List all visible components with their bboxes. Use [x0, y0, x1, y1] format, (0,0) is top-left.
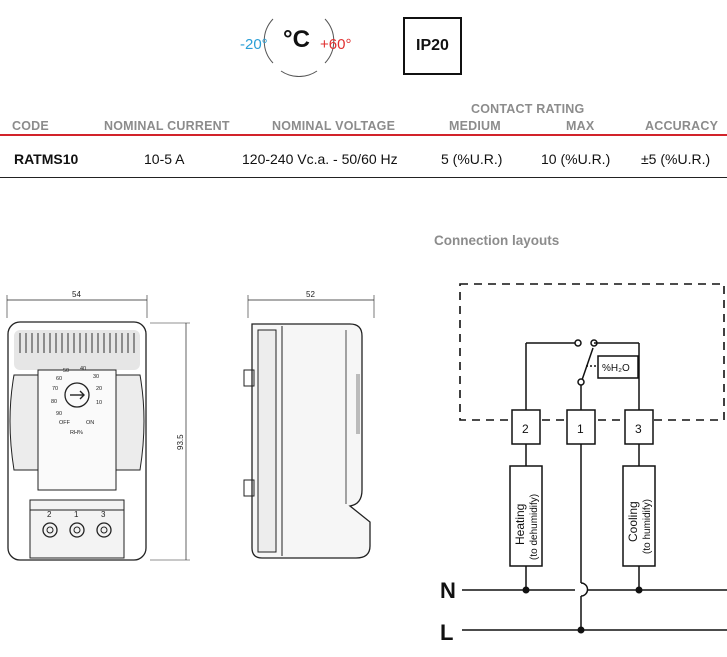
col-max: MAX — [566, 119, 595, 133]
height-dimension: 93.5 — [176, 434, 185, 450]
live-line-label: L — [440, 620, 453, 645]
side-width-dimension: 52 — [306, 290, 315, 299]
dial-mark-50: 50 — [63, 368, 69, 374]
dial-mark-10: 10 — [96, 400, 102, 406]
cooling-load — [622, 465, 656, 567]
dial-mark-90: 90 — [56, 411, 62, 417]
temp-unit: °C — [283, 26, 310, 53]
wiring-terminal-3: 3 — [635, 422, 642, 436]
dial-mark-40: 40 — [80, 366, 86, 372]
dial-on-label: ON — [86, 420, 94, 426]
cell-voltage: 120-240 Vc.a. - 50/60 Hz — [242, 151, 398, 167]
dial-rh-label: RH% — [70, 430, 83, 436]
dial-mark-20: 20 — [96, 386, 102, 392]
neutral-line-label: N — [440, 578, 456, 603]
cell-current: 10-5 A — [144, 151, 185, 167]
col-medium: MEDIUM — [449, 119, 501, 133]
temp-min: -20° — [240, 36, 268, 53]
dial-mark-60: 60 — [56, 376, 62, 382]
row-divider — [0, 177, 727, 178]
wiring-terminal-1: 1 — [577, 422, 584, 436]
contact-rating-header: CONTACT RATING — [471, 102, 585, 116]
ip-rating-badge: IP20 — [403, 17, 462, 75]
cooling-label: Cooling — [626, 501, 640, 542]
header-divider — [0, 134, 727, 136]
temp-max: +60° — [320, 36, 352, 53]
dial-mark-30: 30 — [93, 374, 99, 380]
terminal-label-3: 3 — [101, 510, 106, 519]
cell-code: RATMS10 — [14, 151, 79, 167]
terminal-label-2: 2 — [47, 510, 52, 519]
wiring-terminal-2: 2 — [522, 422, 529, 436]
ip-rating-label: IP20 — [416, 37, 449, 54]
front-width-dimension: 54 — [72, 290, 81, 299]
front-view-drawing: 50 40 60 30 70 20 80 10 90 OFF ON RH% 54… — [6, 290, 190, 561]
side-view-drawing: 52 — [243, 290, 375, 559]
heating-label: Heating — [513, 504, 527, 545]
temperature-arc-icon — [263, 18, 335, 77]
dial-off-label: OFF — [59, 420, 71, 426]
wiring-diagram: 2 1 3 %H₂O Heating (to dehumidify) Cooli… — [440, 283, 727, 645]
sensor-label: %H₂O — [602, 363, 630, 374]
col-nominal-current: NOMINAL CURRENT — [104, 119, 230, 133]
dial-mark-70: 70 — [52, 386, 58, 392]
cell-accuracy: ±5 (%U.R.) — [641, 151, 711, 167]
terminal-label-1: 1 — [74, 510, 79, 519]
cooling-sublabel: (to humidify) — [642, 499, 653, 554]
dial-mark-80: 80 — [51, 399, 57, 405]
col-nominal-voltage: NOMINAL VOLTAGE — [272, 119, 396, 133]
humidity-sensor-box — [597, 355, 639, 379]
cell-max: 10 (%U.R.) — [541, 151, 611, 167]
cell-medium: 5 (%U.R.) — [441, 151, 503, 167]
section-title: Connection layouts — [434, 233, 560, 248]
col-code: CODE — [12, 119, 49, 133]
col-accuracy: ACCURACY — [645, 119, 719, 133]
heating-sublabel: (to dehumidify) — [529, 494, 540, 560]
